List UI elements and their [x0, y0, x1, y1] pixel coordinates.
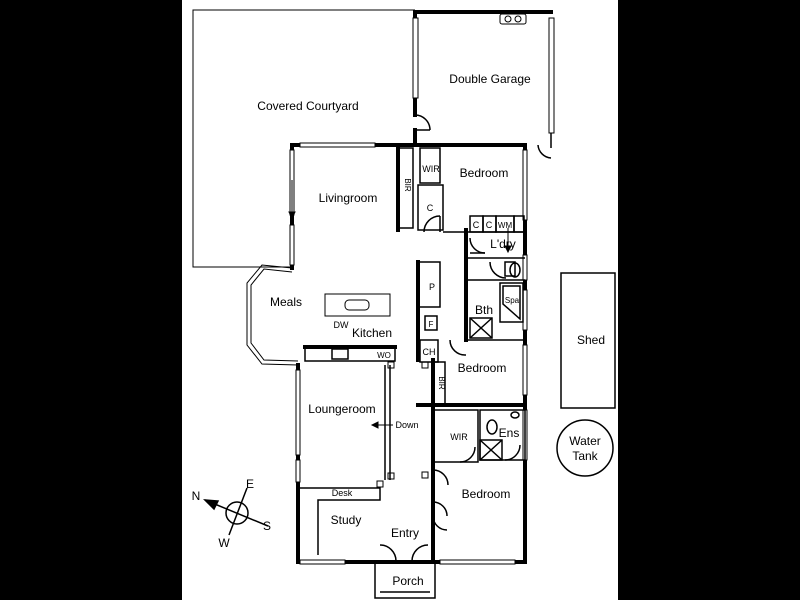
label-down: Down [395, 420, 418, 430]
label-bedroom-3: Bedroom [462, 487, 511, 501]
labels: Covered Courtyard Double Garage Livingro… [192, 72, 605, 588]
label-bir-1: BIR [403, 178, 412, 192]
meals-bay-window [246, 264, 299, 366]
label-entry: Entry [391, 526, 419, 540]
label-bir-2: BIR [437, 376, 446, 390]
porch [374, 562, 436, 599]
label-covered-courtyard: Covered Courtyard [257, 99, 358, 113]
label-wo: WO [377, 351, 391, 360]
label-bedroom-2: Bedroom [458, 361, 507, 375]
label-double-garage: Double Garage [449, 72, 531, 86]
label-meals: Meals [270, 295, 302, 309]
label-wir-2: WIR [450, 432, 468, 442]
label-spa: Spa [505, 296, 520, 305]
label-laundry: L'dry [490, 237, 516, 251]
label-porch: Porch [392, 574, 423, 588]
label-ch: CH [423, 347, 436, 357]
covered-courtyard-area [192, 9, 415, 268]
compass-s: S [263, 519, 271, 533]
label-loungeroom: Loungeroom [308, 402, 375, 416]
label-ensuite: Ens [499, 426, 520, 440]
label-dw: DW [334, 320, 349, 330]
label-desk: Desk [332, 488, 353, 498]
label-c-2: C [473, 220, 480, 230]
label-tank: Tank [572, 449, 598, 463]
fixtures [324, 13, 527, 488]
shed [560, 272, 616, 409]
label-wir-1: WIR [422, 164, 440, 174]
compass-e: E [246, 477, 254, 491]
plan-paper [182, 0, 618, 600]
label-water: Water [569, 434, 601, 448]
label-fridge: F [429, 320, 434, 329]
label-pantry: P [429, 282, 435, 292]
label-c-1: C [427, 203, 434, 213]
internal-walls [300, 114, 552, 562]
label-wm: WM [498, 221, 513, 230]
water-tank [556, 419, 614, 477]
label-study: Study [331, 513, 362, 527]
label-bedroom-1: Bedroom [460, 166, 509, 180]
label-shed: Shed [577, 333, 605, 347]
arrows [288, 180, 512, 429]
label-c-3: C [486, 220, 493, 230]
label-livingroom: Livingroom [319, 191, 378, 205]
compass-w: W [218, 536, 230, 550]
label-kitchen: Kitchen [352, 326, 392, 340]
compass [203, 487, 269, 536]
compass-n: N [192, 489, 201, 503]
label-bath: Bth [475, 303, 493, 317]
